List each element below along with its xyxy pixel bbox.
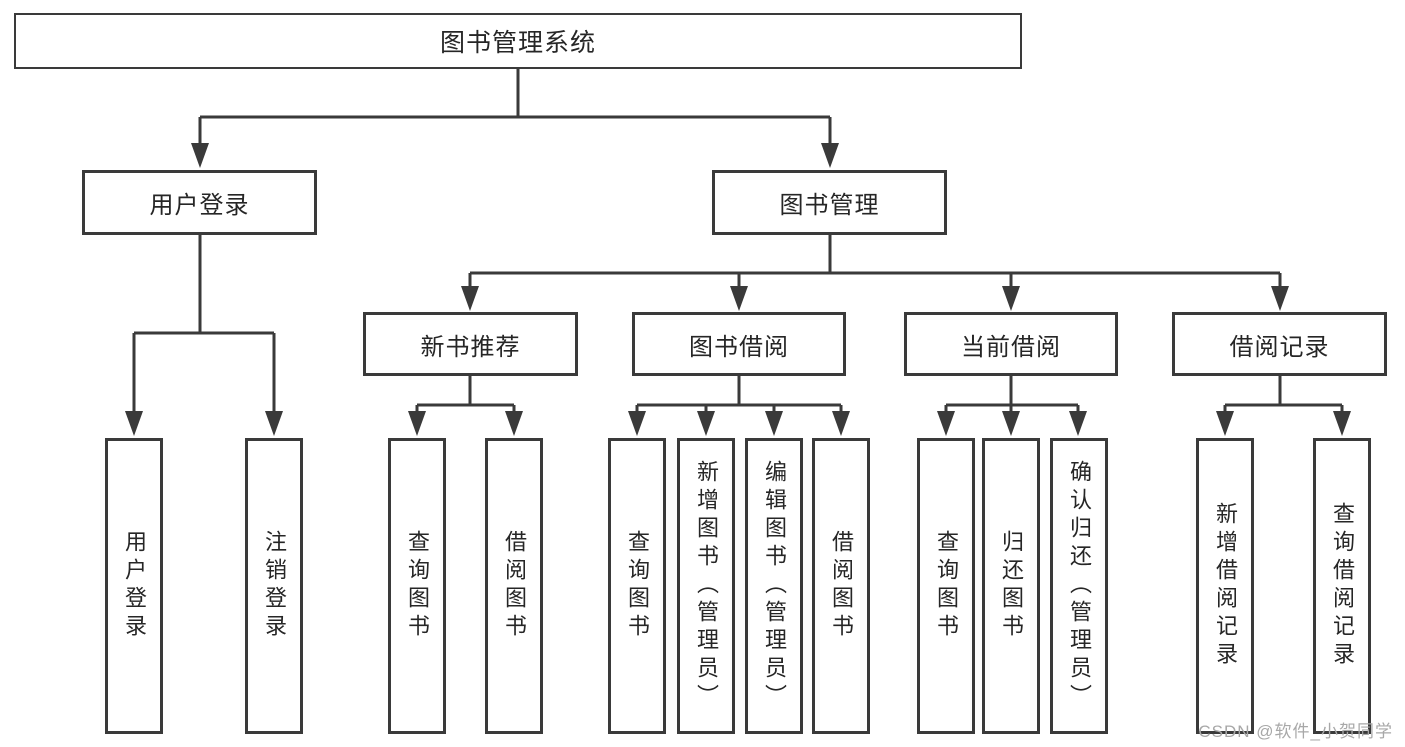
node-book-management: 图书管理 <box>712 170 947 235</box>
leaf-current-return-books-label: 归还图书 <box>999 530 1024 642</box>
leaf-records-add-record: 新增借阅记录 <box>1196 438 1254 734</box>
leaf-current-query-books-label: 查询图书 <box>934 530 959 642</box>
leaf-borrowing-edit-books-admin-label: 编辑图书（管理员） <box>762 460 787 712</box>
leaf-user-login: 用户登录 <box>105 438 163 734</box>
leaf-recommend-query-books: 查询图书 <box>388 438 446 734</box>
node-new-book-recommend: 新书推荐 <box>363 312 578 376</box>
node-borrowing-records: 借阅记录 <box>1172 312 1387 376</box>
leaf-borrowing-edit-books-admin: 编辑图书（管理员） <box>745 438 803 734</box>
leaf-borrowing-add-books-admin: 新增图书（管理员） <box>677 438 735 734</box>
arrowheads <box>125 143 1351 436</box>
leaf-user-login-label: 用户登录 <box>122 530 147 642</box>
leaf-recommend-borrow-books: 借阅图书 <box>485 438 543 734</box>
leaf-records-add-record-label: 新增借阅记录 <box>1213 502 1238 670</box>
node-user-login: 用户登录 <box>82 170 317 235</box>
leaf-records-query-record-label: 查询借阅记录 <box>1330 502 1355 670</box>
leaf-current-query-books: 查询图书 <box>917 438 975 734</box>
leaf-borrowing-add-books-admin-label: 新增图书（管理员） <box>694 460 719 712</box>
leaf-logout-label: 注销登录 <box>262 530 287 642</box>
node-current-borrowing: 当前借阅 <box>904 312 1118 376</box>
csdn-watermark: CSDN @软件_小贺同学 <box>1198 722 1393 741</box>
leaf-recommend-query-books-label: 查询图书 <box>405 530 430 642</box>
leaf-borrowing-query-books: 查询图书 <box>608 438 666 734</box>
leaf-borrowing-borrow-books: 借阅图书 <box>812 438 870 734</box>
leaf-recommend-borrow-books-label: 借阅图书 <box>502 530 527 642</box>
node-book-borrowing: 图书借阅 <box>632 312 846 376</box>
leaf-borrowing-query-books-label: 查询图书 <box>625 530 650 642</box>
leaf-borrowing-borrow-books-label: 借阅图书 <box>829 530 854 642</box>
leaf-current-confirm-return-admin-label: 确认归还（管理员） <box>1067 460 1092 712</box>
leaf-records-query-record: 查询借阅记录 <box>1313 438 1371 734</box>
leaf-logout: 注销登录 <box>245 438 303 734</box>
leaf-current-return-books: 归还图书 <box>982 438 1040 734</box>
node-root-system: 图书管理系统 <box>14 13 1022 69</box>
leaf-current-confirm-return-admin: 确认归还（管理员） <box>1050 438 1108 734</box>
